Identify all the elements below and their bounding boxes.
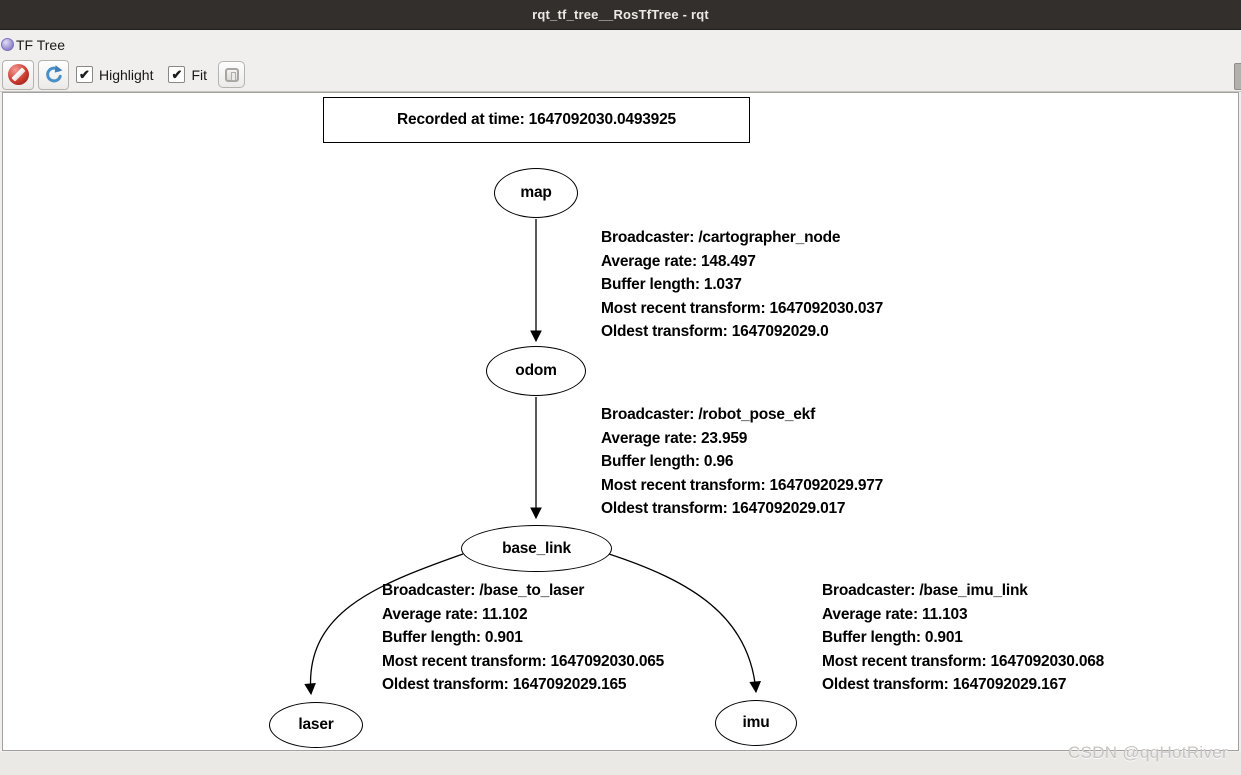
window-title: rqt_tf_tree__RosTfTree - rqt [532, 7, 709, 22]
tf-tree-plugin-icon [1, 38, 14, 51]
edge-most-recent: Most recent transform: 1647092030.065 [382, 652, 665, 670]
edge-broadcaster: Broadcaster: /cartographer_node [601, 229, 841, 246]
refresh-icon [46, 65, 63, 83]
edge-label-odom-base-link: Broadcaster: /robot_pose_ekf Average rat… [601, 403, 883, 521]
statusbar [0, 752, 1241, 775]
edge-most-recent: Most recent transform: 1647092030.037 [601, 299, 884, 317]
edge-buffer-length: Buffer length: 0.901 [382, 629, 523, 647]
edge-average-rate: Average rate: 11.102 [382, 605, 528, 623]
ban-icon [7, 64, 29, 85]
recorded-time-banner: Recorded at time: 1647092030.0493925 [323, 97, 750, 143]
node-imu[interactable]: imu [715, 700, 797, 746]
edge-average-rate: Average rate: 148.497 [601, 252, 756, 270]
dock-header: TF Tree [0, 31, 1241, 58]
recorded-time-text: Recorded at time: 1647092030.0493925 [397, 111, 676, 128]
node-laser[interactable]: laser [269, 702, 363, 748]
highlight-checkbox-box[interactable]: ✔ [76, 66, 93, 83]
dock-title: TF Tree [16, 36, 66, 53]
edge-most-recent: Most recent transform: 1647092030.068 [822, 652, 1105, 670]
edge-average-rate: Average rate: 11.103 [822, 605, 968, 623]
edge-oldest: Oldest transform: 1647092029.0 [601, 323, 829, 341]
edge-buffer-length: Buffer length: 0.96 [601, 453, 734, 471]
fit-checkbox[interactable]: ✔ Fit [168, 66, 207, 83]
node-map[interactable]: map [494, 168, 578, 218]
node-base-link-label: base_link [502, 539, 571, 557]
edge-buffer-length: Buffer length: 0.901 [822, 629, 963, 647]
fit-checkbox-label[interactable]: Fit [191, 66, 208, 83]
save-image-icon [224, 67, 239, 82]
edge-broadcaster: Broadcaster: /base_imu_link [822, 582, 1028, 599]
watermark: CSDN @qqHotRiver [1068, 743, 1228, 762]
check-icon: ✔ [79, 67, 90, 82]
edge-oldest: Oldest transform: 1647092029.017 [601, 500, 846, 518]
highlight-checkbox[interactable]: ✔ Highlight [76, 66, 153, 83]
edge-label-base-link-laser: Broadcaster: /base_to_laser Average rate… [382, 579, 664, 697]
edge-oldest: Oldest transform: 1647092029.167 [822, 676, 1067, 694]
node-odom-label: odom [515, 362, 557, 379]
save-image-button[interactable] [218, 61, 246, 88]
node-base-link[interactable]: base_link [461, 525, 612, 572]
refresh-button[interactable] [38, 59, 69, 90]
node-odom[interactable]: odom [486, 346, 586, 396]
edge-oldest: Oldest transform: 1647092029.165 [382, 676, 627, 694]
edge-buffer-length: Buffer length: 1.037 [601, 276, 742, 294]
node-imu-label: imu [742, 714, 770, 731]
edge-broadcaster: Broadcaster: /robot_pose_ekf [601, 406, 816, 423]
fit-checkbox-box[interactable]: ✔ [168, 66, 186, 83]
edge-average-rate: Average rate: 23.959 [601, 429, 748, 447]
ban-button[interactable] [2, 59, 34, 90]
node-map-label: map [520, 184, 552, 201]
edge-broadcaster: Broadcaster: /base_to_laser [382, 582, 585, 599]
node-laser-label: laser [298, 716, 334, 733]
window-titlebar[interactable]: rqt_tf_tree__RosTfTree - rqt [0, 0, 1241, 30]
check-icon: ✔ [171, 67, 183, 82]
edge-label-map-odom: Broadcaster: /cartographer_node Average … [601, 226, 883, 344]
edge-label-base-link-imu: Broadcaster: /base_imu_link Average rate… [822, 579, 1104, 697]
toolbar: ✔ Highlight ✔ Fit [0, 58, 1241, 92]
scrollbar-thumb[interactable] [1234, 63, 1241, 90]
edge-most-recent: Most recent transform: 1647092029.977 [601, 476, 884, 494]
highlight-checkbox-label[interactable]: Highlight [99, 66, 154, 83]
